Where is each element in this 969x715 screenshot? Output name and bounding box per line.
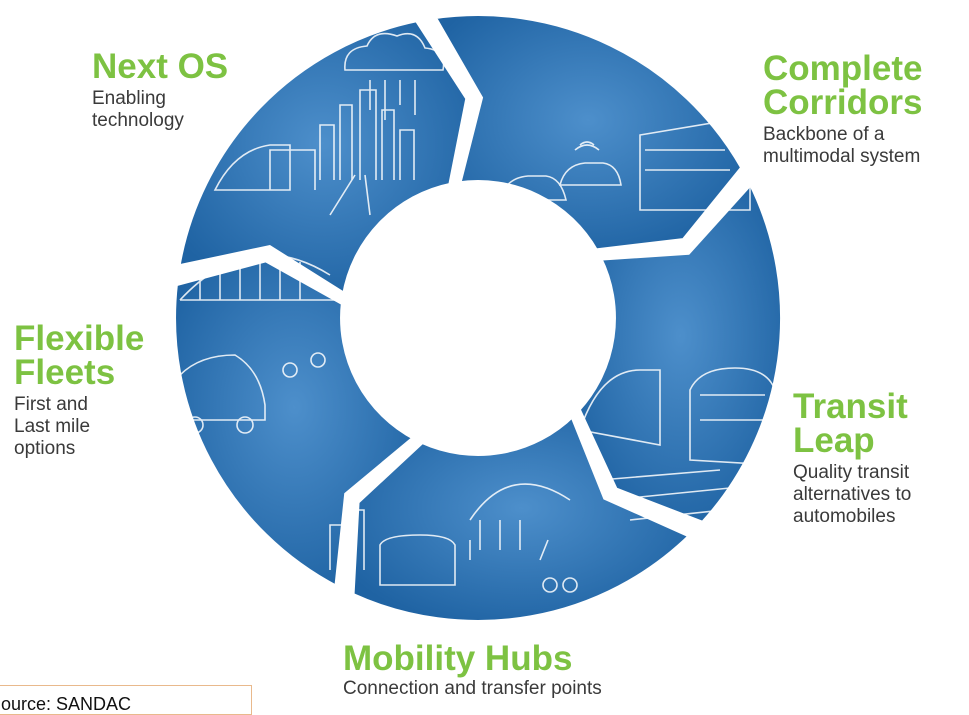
segment-title: Complete Corridors (763, 49, 923, 122)
source-credit: ource: SANDAC (0, 685, 252, 715)
segment-description: Connection and transfer points (343, 678, 602, 699)
source-text: ource: SANDAC (1, 694, 132, 714)
ring-segment-transit-leap (348, 409, 698, 626)
label-complete-corridors: Complete Corridors Backbone of a multimo… (763, 49, 923, 168)
segment-title: Transit Leap (793, 387, 908, 460)
label-flexible-fleets: Flexible Fleets First and Last mile opti… (14, 319, 145, 460)
cloud-city-illustration (213, 32, 445, 216)
segment-description: Backbone of a multimodal system (763, 124, 921, 167)
illustration-line-art (179, 32, 776, 593)
label-mobility-hubs: Mobility Hubs Connection and transfer po… (343, 639, 602, 700)
ring-center (345, 185, 611, 451)
segment-description: Quality transit alternatives to automobi… (793, 462, 912, 527)
label-transit-leap: Transit Leap Quality transit alternative… (793, 387, 912, 528)
ring-segment-mobility-hubs (170, 255, 422, 594)
ring-segment-flexible-fleets (173, 15, 472, 301)
segment-description: First and Last mile options (14, 394, 91, 459)
mobility-hub-illustration (329, 483, 578, 593)
segment-description: Enabling technology (92, 88, 184, 131)
segment-title: Flexible Fleets (14, 319, 145, 392)
bus-corridor-illustration (498, 119, 751, 211)
segment-title: Next OS (92, 47, 229, 86)
segment-title: Mobility Hubs (343, 639, 573, 678)
ring-segments (170, 10, 787, 626)
ring-segment-next-os (428, 10, 748, 255)
bridge-fleet-illustration (179, 250, 350, 434)
label-next-os: Next OS Enabling technology (92, 47, 229, 132)
train-illustration (578, 367, 776, 521)
